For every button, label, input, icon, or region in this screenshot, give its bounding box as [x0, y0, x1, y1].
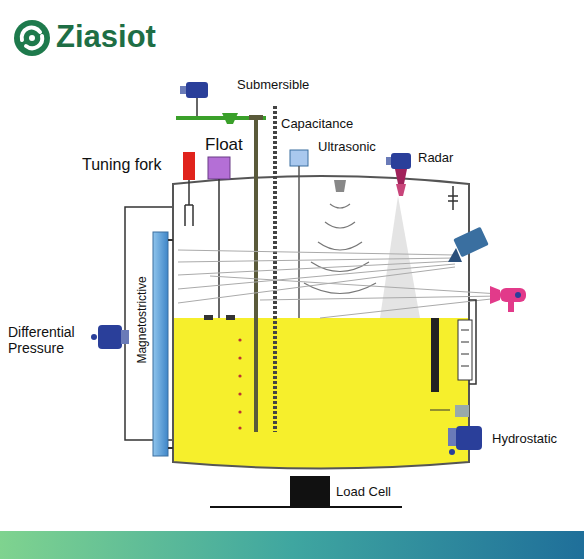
sensor-label: Load Cell [336, 485, 391, 500]
sensor-label: Hydrostatic [492, 432, 557, 447]
laser-sensor [448, 227, 489, 262]
tuning-fork [183, 152, 195, 226]
tank-shell [173, 176, 469, 469]
sensor-label: Submersible [237, 78, 309, 93]
magnetostrictive-column [153, 232, 168, 456]
sensor-label: Radar [418, 151, 453, 166]
logo-icon [14, 20, 50, 56]
hydrostatic-transmitter [430, 405, 482, 455]
nozzle [448, 186, 458, 210]
load-cell [290, 476, 330, 506]
sensor-label: Float [205, 135, 243, 155]
radar-sensor [380, 153, 420, 318]
brand-logo: Ziasiot [56, 19, 156, 55]
sensor-label: Differential Pressure [8, 324, 92, 356]
bypass-chamber [431, 300, 476, 392]
ultrasonic-sensor [290, 150, 376, 318]
submersible-sensor [176, 82, 266, 432]
handheld-sensor [490, 286, 526, 312]
ground-line [210, 506, 402, 508]
liquid [173, 318, 469, 469]
sensor-label: Tuning fork [82, 156, 161, 174]
footer-bar [0, 531, 584, 559]
dp-transmitter [91, 325, 129, 349]
capacitance-probe [273, 106, 277, 432]
sensor-label: Capacitance [281, 117, 353, 132]
float-switch [204, 157, 242, 430]
sensor-label: Ultrasonic [318, 140, 376, 155]
sensor-label: Magnetostrictive [136, 276, 150, 363]
